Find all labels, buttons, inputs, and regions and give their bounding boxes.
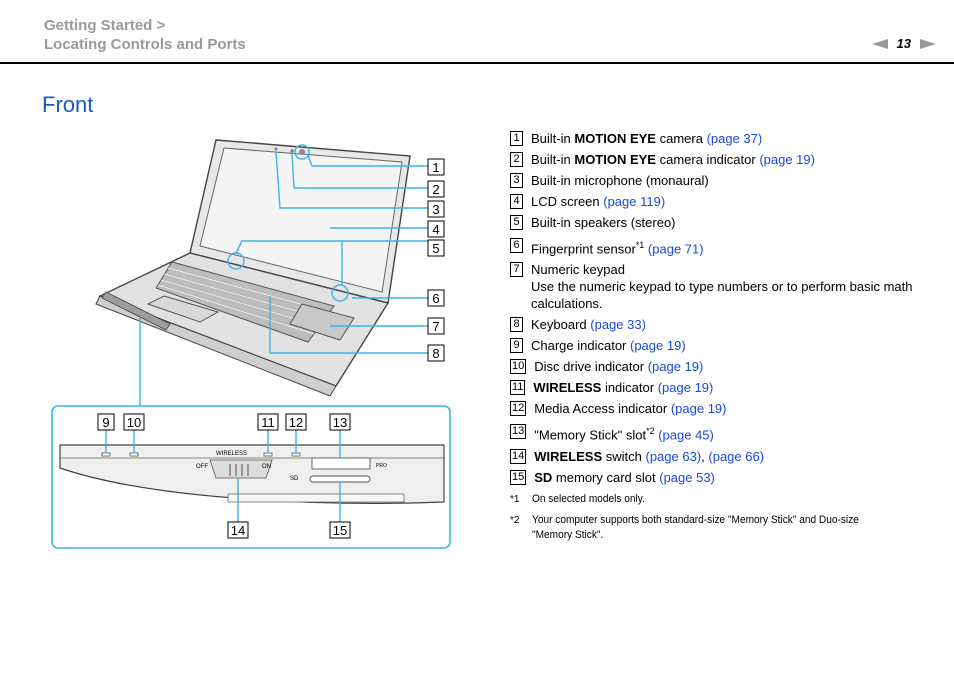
- page-link[interactable]: (page 63): [645, 448, 702, 464]
- numeric-keypad-shape: [289, 303, 355, 341]
- on-label: ON: [262, 464, 271, 470]
- list-item: 11 WIRELESS indicator (page 19): [510, 380, 714, 396]
- list-item: 12 Media Access indicator (page 19): [510, 401, 727, 417]
- header-divider: [0, 62, 954, 64]
- breadcrumb-line-2[interactable]: Locating Controls and Ports: [44, 36, 246, 53]
- item-number: 15: [510, 469, 527, 485]
- item-number: 12: [510, 401, 527, 417]
- callout-4: 4: [432, 222, 439, 237]
- item-number: 2: [510, 152, 523, 167]
- page-link[interactable]: (page 45): [658, 427, 714, 443]
- laptop-front-illustration: 1 2 3 4 5 6 7 8: [51, 139, 451, 549]
- list-item: 1 Built-in MOTION EYE camera (page 37): [510, 130, 930, 147]
- callout-9: 9: [102, 415, 109, 430]
- list-item: 2 Built-in MOTION EYE camera indicator (…: [510, 151, 930, 168]
- item-number: 10: [510, 359, 527, 375]
- page-link[interactable]: (page 19): [630, 338, 686, 354]
- callout-2: 2: [432, 182, 439, 197]
- list-item: 14 WIRELESS switch (page 63), (page 66): [510, 448, 765, 464]
- page-link[interactable]: (page 19): [657, 380, 714, 396]
- item-number: 7: [510, 262, 523, 278]
- callout-5: 5: [432, 241, 439, 256]
- item-number: 3: [510, 173, 523, 188]
- callout-12: 12: [289, 415, 303, 430]
- list-item: 3 Built-in microphone (monaural): [510, 172, 930, 189]
- camera-dot: [299, 149, 305, 155]
- page-link[interactable]: (page 53): [659, 469, 715, 485]
- off-label: OFF: [196, 464, 208, 470]
- front-edge-inset: WIRELESS OFF ON SD PRO 9 10 11 12 13: [51, 405, 451, 549]
- item-number: 1: [510, 131, 523, 146]
- footnote-mark: *1: [510, 493, 520, 505]
- page-number: 13: [896, 36, 911, 51]
- page-link[interactable]: (page 71): [647, 241, 704, 257]
- wireless-label: WIRELESS: [216, 451, 247, 457]
- page-link[interactable]: (page 19): [647, 359, 704, 375]
- item-number: 14: [510, 448, 527, 464]
- speaker-grille: [101, 291, 171, 331]
- footnote: *1 On selected models only.: [510, 492, 930, 507]
- callout-11: 11: [261, 415, 275, 430]
- item-number: 11: [510, 380, 526, 396]
- leader-lines: [139, 151, 428, 406]
- pro-label: PRO: [376, 463, 387, 469]
- list-item: 9 Charge indicator (page 19): [510, 337, 930, 354]
- callout-13: 13: [333, 415, 347, 430]
- item-number: 8: [510, 317, 523, 333]
- list-item: 4 LCD screen (page 119): [510, 193, 930, 210]
- footnote-mark: *2: [510, 514, 520, 526]
- next-page-icon[interactable]: [920, 38, 936, 49]
- list-item: 10 Disc drive indicator (page 19): [510, 359, 704, 375]
- breadcrumb-line-1[interactable]: Getting Started >: [44, 17, 166, 34]
- footnote-text: Your computer supports both standard-siz…: [532, 513, 859, 541]
- callout-boxes: 1 2 3 4 5 6 7 8: [427, 158, 445, 362]
- camera-indicator-dot: [290, 149, 294, 153]
- callout-7: 7: [432, 319, 439, 334]
- list-item: 6 Fingerprint sensor*1 (page 71): [510, 237, 930, 257]
- footnote-ref: *1: [635, 240, 645, 250]
- footnote-ref: *2: [646, 426, 655, 437]
- page-link[interactable]: (page 33): [590, 317, 646, 333]
- callout-10: 10: [127, 415, 141, 430]
- item-number: 5: [510, 215, 523, 230]
- callout-8: 8: [432, 346, 439, 361]
- page-navigation: 13: [871, 36, 936, 51]
- component-list: 1 Built-in MOTION EYE camera (page 37) 2…: [510, 130, 930, 543]
- list-item: 8 Keyboard (page 33): [510, 316, 930, 333]
- list-item: 15 SD memory card slot (page 53): [510, 469, 715, 485]
- item-number: 9: [510, 338, 523, 354]
- laptop-lid: [189, 139, 411, 304]
- page-link[interactable]: (page 37): [706, 131, 763, 146]
- callout-6: 6: [432, 291, 439, 306]
- sd-label: SD: [290, 476, 299, 482]
- item-note: Use the numeric keypad to type numbers o…: [531, 279, 913, 312]
- callout-1: 1: [432, 160, 439, 175]
- page-link[interactable]: (page 66): [708, 448, 765, 464]
- list-item: 7 Numeric keypad Use the numeric keypad …: [510, 261, 930, 312]
- breadcrumb: Getting Started > Locating Controls and …: [44, 16, 246, 54]
- callout-15: 15: [333, 523, 347, 538]
- list-item: 5 Built-in speakers (stereo): [510, 214, 930, 231]
- footnote-text: On selected models only.: [532, 492, 645, 505]
- microphone-dot: [274, 147, 278, 151]
- callout-3: 3: [432, 202, 439, 217]
- list-item: 13 "Memory Stick" slot*2 (page 45): [510, 424, 714, 443]
- item-number: 4: [510, 194, 523, 209]
- page-link[interactable]: (page 19): [759, 152, 815, 167]
- page-link[interactable]: (page 19): [670, 401, 727, 417]
- item-number: 6: [510, 238, 523, 253]
- footnote: *2 Your computer supports both standard-…: [510, 513, 930, 543]
- previous-page-icon[interactable]: [871, 38, 888, 49]
- section-title: Front: [42, 92, 94, 117]
- item-number: 13: [510, 424, 527, 440]
- callout-14: 14: [231, 523, 245, 538]
- page-link[interactable]: (page 119): [603, 194, 666, 209]
